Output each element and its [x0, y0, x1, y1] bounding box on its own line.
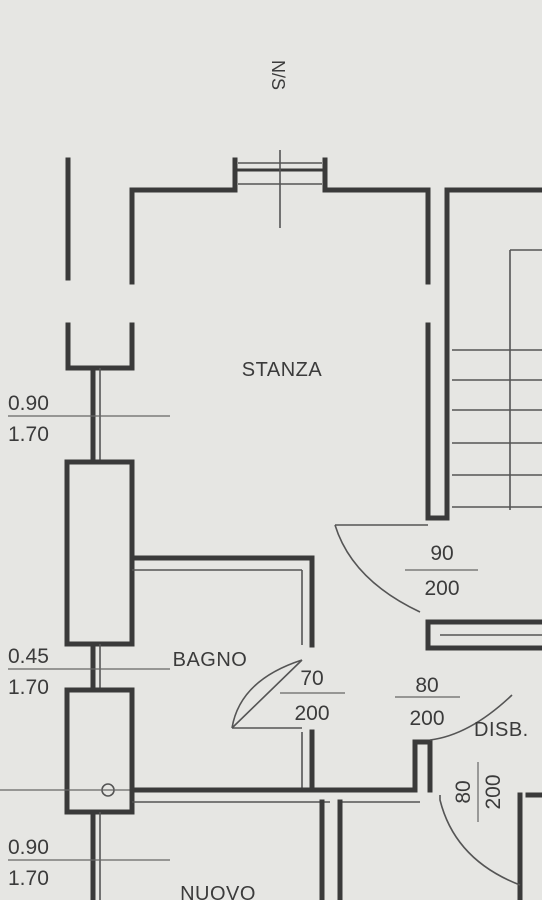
north-mark: N/S: [268, 60, 288, 90]
staircase: [452, 249, 542, 510]
window-1-top: 0.90: [8, 392, 49, 415]
window-2-top: 0.45: [8, 645, 49, 668]
door-bagno-width: 70: [300, 667, 323, 690]
door-lower-height: 200: [482, 774, 505, 809]
room-label-bagno: BAGNO: [173, 649, 248, 671]
door-disb-width: 80: [415, 674, 438, 697]
door-stanza-height: 200: [424, 577, 459, 600]
window-1-bottom: 1.70: [8, 423, 49, 446]
room-label-nuovo: NUOVO: [180, 883, 256, 900]
door-bagno-height: 200: [294, 702, 329, 725]
door-lower-width: 80: [452, 780, 475, 803]
corridor-walls: [412, 619, 542, 900]
window-3-top: 0.90: [8, 836, 49, 859]
window-3-bottom: 1.70: [8, 867, 49, 890]
window-2-bottom: 1.70: [8, 676, 49, 699]
room-label-disb: DISB.: [474, 719, 529, 741]
top-window: [236, 150, 324, 228]
door-swings: [231, 524, 521, 886]
room-label-stanza: STANZA: [242, 359, 323, 381]
door-stanza-width: 90: [430, 542, 453, 565]
door-disb-height: 200: [409, 707, 444, 730]
left-window-piers: [0, 365, 135, 900]
exterior-wall-left: [65, 157, 542, 521]
dimension-leaders: [8, 415, 479, 861]
bathroom-walls: [129, 555, 420, 900]
